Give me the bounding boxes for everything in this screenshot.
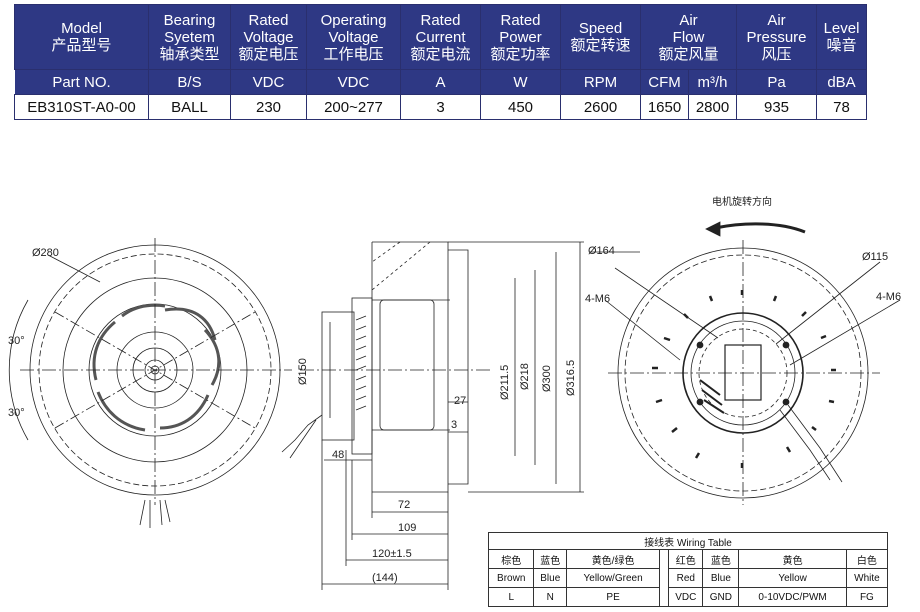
wiring-table: 接线表 Wiring Table 棕色 蓝色 黄色/绿色 红色 蓝色 黄色 白色… (487, 532, 889, 608)
side-view (281, 241, 640, 590)
wire-fn-cell: PE (566, 587, 661, 607)
unit-cell: W (480, 69, 561, 95)
value-cell: 1650 (640, 94, 689, 120)
value-cell: 450 (480, 94, 561, 120)
wire-cn-cell: 黄色 (738, 549, 847, 569)
wire-cn-cell: 蓝色 (702, 549, 740, 569)
unit-cell: m³/h (688, 69, 737, 95)
wire-cn-cell: 白色 (845, 549, 889, 569)
dim-d211: Ø211.5 (499, 365, 511, 400)
dim-4m6-right: 4-M6 (876, 291, 901, 303)
dim-48: 48 (332, 449, 344, 461)
wire-cn-cell: 红色 (668, 549, 704, 569)
wire-en-cell: Blue (702, 568, 740, 588)
dim-d218: Ø218 (519, 363, 531, 390)
spec-unit-row: Part NO. B/S VDC VDC A W RPM CFM m³/h Pa… (14, 69, 867, 95)
dim-3: 3 (451, 419, 457, 431)
dim-109: 109 (398, 522, 416, 534)
dim-d300: Ø300 (541, 365, 553, 392)
dim-d3165: Ø316.5 (565, 360, 577, 396)
value-cell: 3 (400, 94, 481, 120)
wire-en-cell: Yellow/Green (566, 568, 661, 588)
wire-fn-cell: N (533, 587, 568, 607)
value-cell: 2600 (560, 94, 641, 120)
wiring-title: 接线表 Wiring Table (488, 532, 888, 550)
unit-cell: CFM (640, 69, 689, 95)
wire-fn-cell: L (487, 587, 535, 607)
dim-d164: Ø164 (588, 245, 615, 257)
value-cell: EB310ST-A0-00 (14, 94, 149, 120)
wire-cn-cell: 棕色 (487, 549, 535, 569)
unit-cell: VDC (230, 69, 307, 95)
wire-en-cell: Blue (533, 568, 568, 588)
wire-spacer (659, 549, 670, 607)
unit-cell: VDC (306, 69, 401, 95)
wire-fn-cell: VDC (668, 587, 704, 607)
dim-120: 120±1.5 (372, 548, 412, 560)
dim-d280: Ø280 (32, 247, 59, 259)
dim-d150: Ø150 (297, 358, 309, 385)
dim-27: 27 (454, 395, 466, 407)
dim-72: 72 (398, 499, 410, 511)
wire-en-cell: Yellow (738, 568, 847, 588)
wire-en-cell: Brown (487, 568, 535, 588)
value-cell: BALL (148, 94, 231, 120)
dim-angle-top: 30° (8, 335, 25, 347)
wire-fn-cell: FG (845, 587, 889, 607)
value-cell: 935 (736, 94, 817, 120)
wire-fn-cell: GND (702, 587, 740, 607)
rear-view (604, 221, 901, 505)
value-cell: 78 (816, 94, 867, 120)
wire-cn-cell: 黄色/绿色 (566, 549, 661, 569)
value-cell: 2800 (688, 94, 737, 120)
unit-cell: RPM (560, 69, 641, 95)
unit-cell: A (400, 69, 481, 95)
unit-cell: Part NO. (14, 69, 149, 95)
front-view (8, 238, 292, 528)
wire-en-cell: White (845, 568, 889, 588)
dim-angle-bottom: 30° (8, 407, 25, 419)
unit-cell: B/S (148, 69, 231, 95)
value-cell: 230 (230, 94, 307, 120)
wire-fn-cell: 0-10VDC/PWM (738, 587, 847, 607)
unit-cell: Pa (736, 69, 817, 95)
spec-value-row: EB310ST-A0-00 BALL 230 200~277 3 450 260… (14, 94, 867, 120)
value-cell: 200~277 (306, 94, 401, 120)
dim-4m6-left: 4-M6 (585, 293, 610, 305)
dim-d115: Ø115 (862, 251, 888, 263)
rotation-direction-label: 电机旋转方向 (712, 195, 772, 208)
unit-cell: dBA (816, 69, 867, 95)
wire-en-cell: Red (668, 568, 704, 588)
dim-144: (144) (372, 572, 398, 584)
wire-cn-cell: 蓝色 (533, 549, 568, 569)
dimension-labels: Ø280 30° 30° Ø150 48 27 3 Ø211.5 Ø218 Ø3… (8, 195, 901, 584)
